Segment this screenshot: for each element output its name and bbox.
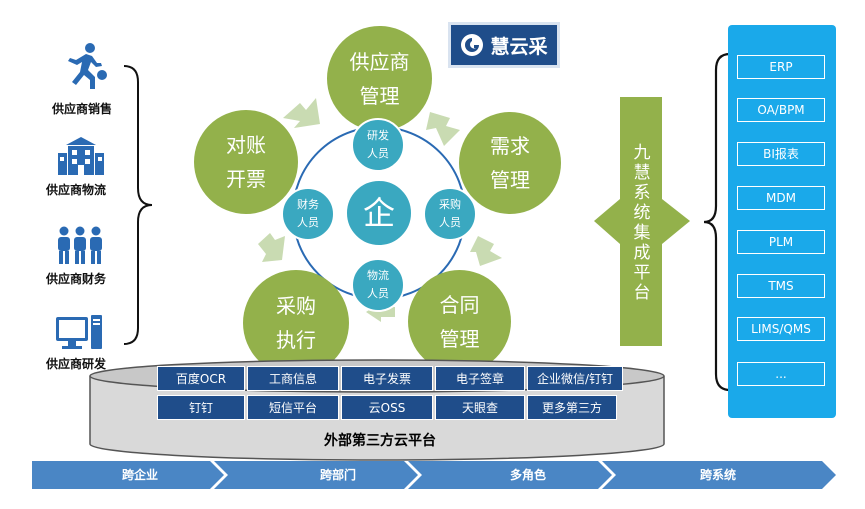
cloud-item-dingtalk: 钉钉 (157, 395, 245, 420)
step-multi-role: 多角色 (509, 468, 546, 482)
left-label-rd: 供应商研发 (46, 357, 107, 371)
system-more: ... (737, 362, 825, 386)
system-erp: ERP (737, 55, 825, 79)
node-demand-management: 需求 管理 (459, 112, 561, 214)
logo-mark-icon (461, 34, 484, 56)
integration-label: 九 慧 系 统 集 成 平 台 (633, 143, 651, 303)
inner-node-logistics: 物流 人员 (351, 258, 405, 312)
node-reconciliation-invoicing: 对账 开票 (194, 110, 298, 214)
logo-text: 慧云采 (490, 35, 548, 58)
people-group-icon (58, 226, 102, 264)
arrow-top-right (426, 112, 460, 146)
left-label-logistics: 供应商物流 (46, 183, 107, 197)
bottom-chevron-bar (32, 461, 836, 489)
step-cross-department: 跨部门 (319, 468, 356, 482)
system-lims-qms: LIMS/QMS (737, 317, 825, 341)
cloud-item-e-invoice: 电子发票 (341, 366, 433, 391)
running-person-icon (68, 43, 107, 89)
arrow-right (470, 236, 502, 266)
system-oa-bpm: OA/BPM (737, 98, 825, 122)
step-cross-system: 跨系统 (699, 468, 736, 482)
center-node: 企 (345, 179, 413, 247)
computer-icon (56, 315, 102, 349)
left-label-finance: 供应商财务 (46, 272, 107, 286)
right-bracket (703, 52, 731, 392)
arrow-top-left (283, 98, 320, 128)
system-bi-report: BI报表 (737, 142, 825, 166)
systems-panel (728, 25, 836, 418)
system-plm: PLM (737, 230, 825, 254)
inner-node-finance: 财务 人员 (281, 187, 335, 241)
node-contract-management: 合同 管理 (408, 270, 511, 373)
node-supplier-management: 供应商 管理 (327, 26, 432, 131)
cloud-item-more: 更多第三方 (527, 395, 617, 420)
brand-logo: 慧云采 (448, 22, 560, 68)
cloud-title: 外部第三方云平台 (324, 433, 436, 449)
cloud-item-tianyancha: 天眼查 (435, 395, 525, 420)
system-tms: TMS (737, 274, 825, 298)
cloud-item-baidu-ocr: 百度OCR (157, 366, 245, 391)
building-icon (58, 137, 104, 175)
cloud-item-wechat-dingtalk: 企业微信/钉钉 (527, 366, 623, 391)
left-label-sales: 供应商销售 (52, 102, 113, 116)
system-mdm: MDM (737, 186, 825, 210)
step-cross-enterprise: 跨企业 (121, 468, 158, 482)
cloud-item-sms: 短信平台 (247, 395, 339, 420)
integration-double-arrow (594, 97, 690, 346)
cloud-item-oss: 云OSS (341, 395, 433, 420)
cloud-item-e-signature: 电子签章 (435, 366, 525, 391)
arrow-left (258, 233, 285, 262)
left-bracket (123, 65, 153, 345)
inner-node-purchasing: 采购 人员 (423, 187, 477, 241)
inner-node-rd: 研发 人员 (351, 118, 405, 172)
node-procurement-execution: 采购 执行 (243, 270, 349, 376)
cloud-item-business-info: 工商信息 (247, 366, 339, 391)
